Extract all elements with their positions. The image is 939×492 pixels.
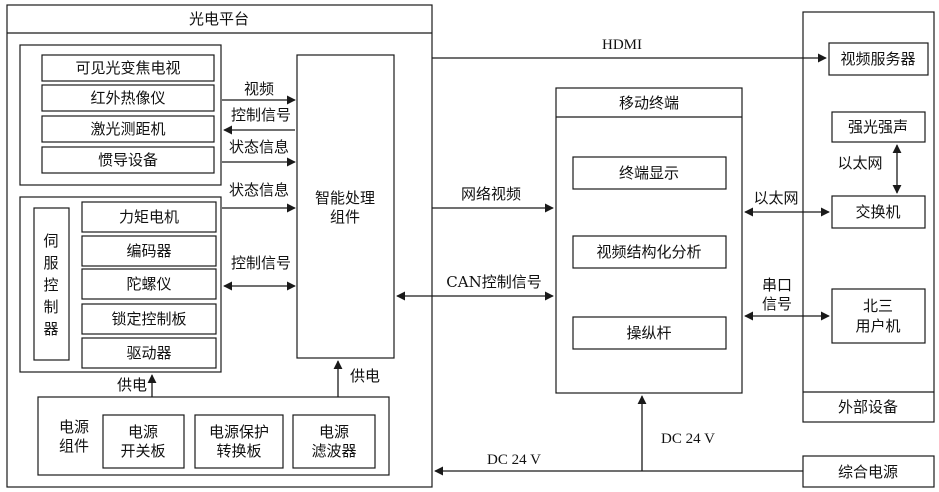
- servo-torque-motor: [81, 201, 217, 233]
- power-component-title-line-1: 电源: [59, 418, 89, 436]
- power-protection-board-line-1: 电源保护: [209, 423, 269, 441]
- joystick: [572, 316, 727, 350]
- video-server: [828, 42, 929, 76]
- sensor-laser-rangefinder: [41, 115, 215, 143]
- control-signal-label-2: 控制信号: [231, 254, 291, 272]
- network-switch-label: 交换机: [855, 203, 900, 221]
- platform-title: 光电平台: [189, 10, 249, 28]
- servo-controller-char-3: 控: [43, 276, 58, 294]
- hdmi-label: HDMI: [602, 37, 642, 53]
- network-video-label: 网络视频: [461, 185, 521, 203]
- external-devices: 外部设备 视频服务器 强光强声 交换机 北三 用户机 以太网: [802, 11, 935, 423]
- video-server-label: 视频服务器: [840, 50, 915, 68]
- light-switch-ethernet-label: 以太网: [837, 154, 882, 172]
- light-sound-device: [831, 111, 926, 143]
- dc24-platform-label: DC 24 V: [487, 452, 541, 468]
- power-component-title-line-2: 组件: [59, 437, 89, 455]
- power-protection-board: [194, 414, 284, 469]
- sensor-laser-rangefinder-label: 激光测距机: [90, 120, 165, 138]
- processor-label-line-1: 智能处理: [315, 189, 375, 207]
- sensor-visible-tv-label: 可见光变焦电视: [75, 59, 180, 77]
- serial-signal-label-line-1: 串口: [762, 276, 792, 294]
- servo-torque-motor-label: 力矩电机: [119, 208, 179, 226]
- servo-driver-label: 驱动器: [126, 344, 171, 362]
- dc24-terminal-label: DC 24 V: [661, 431, 715, 447]
- power-filter-line-2: 滤波器: [311, 442, 356, 460]
- sensor-ir-imager: [41, 84, 215, 112]
- servo-gyroscope-label: 陀螺仪: [126, 275, 171, 293]
- serial-signal-label-line-2: 信号: [762, 295, 792, 313]
- video-structured-analysis-label: 视频结构化分析: [596, 243, 701, 261]
- integrated-power-supply-label: 综合电源: [838, 463, 898, 481]
- status-info-label-2: 状态信息: [229, 181, 289, 199]
- video-structured-analysis: [572, 235, 727, 269]
- power-switch-board-line-2: 开关板: [120, 442, 165, 460]
- servo-lock-control-board: [81, 303, 217, 335]
- mobile-terminal: 移动终端 终端显示 视频结构化分析 操纵杆: [555, 87, 743, 394]
- power-switch-board: [102, 414, 185, 469]
- intelligent-processor: [296, 54, 395, 359]
- photoelectric-platform: 光电平台 可见光变焦电视 红外热像仪 激光测距机 惯导设备 伺 服 控 制 器 …: [6, 4, 433, 488]
- video-signal-label: 视频: [244, 80, 274, 98]
- beidou-label-line-2: 用户机: [855, 317, 900, 335]
- mobile-terminal-title: 移动终端: [619, 94, 679, 112]
- can-control-label: CAN控制信号: [446, 273, 541, 291]
- servo-encoder: [81, 235, 217, 267]
- control-signal-label-1: 控制信号: [231, 106, 291, 124]
- beidou-user-terminal: [831, 288, 926, 344]
- sensor-inertial-nav: [41, 146, 215, 174]
- servo-controller-char-2: 服: [43, 254, 58, 272]
- joystick-label: 操纵杆: [626, 324, 671, 342]
- power-protection-board-line-2: 转换板: [216, 442, 261, 460]
- servo-gyroscope: [81, 268, 217, 300]
- servo-controller-char-4: 制: [43, 298, 58, 316]
- beidou-label-line-1: 北三: [863, 297, 893, 315]
- integrated-power-supply: [802, 455, 935, 488]
- servo-lock-control-board-label: 锁定控制板: [111, 310, 186, 328]
- sensor-visible-tv: [41, 54, 215, 82]
- sensor-ir-imager-label: 红外热像仪: [90, 89, 165, 107]
- processor-label-line-2: 组件: [330, 208, 360, 226]
- status-info-label-1: 状态信息: [229, 138, 289, 156]
- network-switch: [831, 195, 926, 229]
- external-devices-title: 外部设备: [838, 398, 898, 416]
- servo-controller: [33, 207, 70, 361]
- power-to-servo-label: 供电: [117, 376, 147, 394]
- terminal-display: [572, 156, 727, 190]
- power-switch-board-line-1: 电源: [128, 423, 158, 441]
- terminal-display-label: 终端显示: [619, 164, 679, 182]
- light-sound-label: 强光强声: [848, 118, 908, 136]
- power-to-processor-label: 供电: [350, 367, 380, 385]
- power-filter-line-1: 电源: [319, 423, 349, 441]
- servo-encoder-label: 编码器: [126, 242, 171, 260]
- servo-controller-char-1: 伺: [43, 232, 58, 250]
- servo-driver: [81, 337, 217, 369]
- servo-controller-char-5: 器: [43, 320, 58, 338]
- power-filter: [292, 414, 376, 469]
- sensor-inertial-nav-label: 惯导设备: [98, 151, 158, 169]
- ethernet-label: 以太网: [753, 189, 798, 207]
